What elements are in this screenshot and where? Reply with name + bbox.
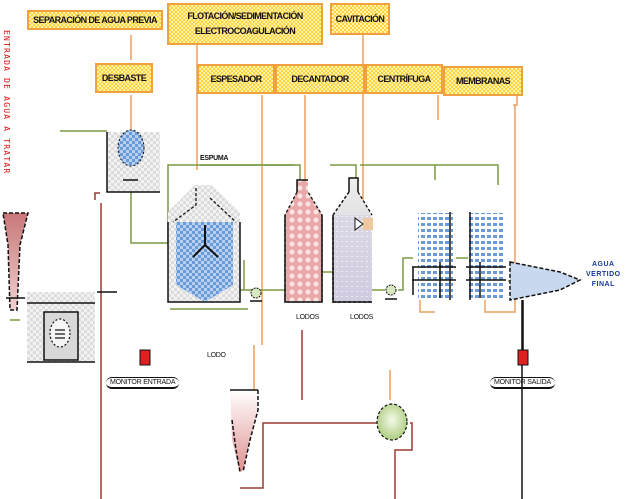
membrane-module (412, 212, 506, 300)
label-espuma: ESPUMA (200, 155, 229, 162)
sludge-lines (94, 192, 413, 499)
inlet-channel (2, 212, 29, 311)
label-desbaste: DESBASTE (95, 63, 153, 93)
control-line (484, 105, 516, 313)
monitor-entrada-indicator (139, 349, 151, 366)
water-line (200, 164, 301, 180)
monitor-entrada[interactable]: MONITOR ENTRADA (106, 377, 180, 389)
water-line (360, 164, 499, 185)
water-line (398, 257, 413, 291)
inlet-label: ENTRADA DE AGUA A TRATAR (2, 30, 11, 175)
water-line (330, 164, 357, 180)
screening-unit (106, 129, 160, 193)
sludge-line (240, 422, 378, 489)
sludge-filter (376, 403, 408, 441)
output-nozzle (509, 261, 582, 301)
decanter-tank (284, 179, 323, 303)
label-centrifuga: CENTRÍFUGA (365, 64, 443, 94)
pre-separation-unit (27, 292, 95, 363)
label-decantador: DECANTADOR (275, 64, 365, 94)
control-lines (130, 35, 518, 400)
control-line (419, 300, 435, 313)
label-lodos-centrifuga: LODOS (350, 314, 374, 321)
monitor-indicators (139, 300, 529, 366)
pump-1 (250, 287, 262, 302)
output-label-line3: FINAL (591, 281, 615, 288)
label-flotacion: FLOTACIÓN/SEDIMENTACIÓN ELECTROCOAGULACI… (167, 3, 323, 45)
monitor-salida[interactable]: MONITOR SALIDA (490, 377, 555, 389)
pump-2 (385, 284, 397, 300)
label-lodo: LODO (207, 352, 226, 359)
output-label-line1: AGUA (592, 261, 615, 268)
sludge-line (94, 192, 100, 200)
output-label-line2: VERTIDO (586, 271, 621, 278)
label-lodos-decantador: LODOS (296, 314, 320, 321)
label-espesador: ESPESADOR (197, 64, 275, 94)
flotation-tank (167, 185, 245, 303)
monitor-salida-indicator (517, 349, 529, 366)
label-separacion: SEPARACIÓN DE AGUA PREVIA (27, 10, 163, 30)
label-membranas: MEMBRANAS (443, 66, 523, 96)
sludge-line (394, 422, 413, 499)
hydrocyclone (230, 389, 259, 473)
control-line (513, 95, 518, 106)
water-lines (10, 130, 540, 321)
water-line (130, 170, 170, 244)
cavitation-tank (332, 177, 373, 303)
output-label: AGUA VERTIDO FINAL (586, 260, 621, 290)
label-cavitacion: CAVITACIÓN (330, 3, 390, 35)
